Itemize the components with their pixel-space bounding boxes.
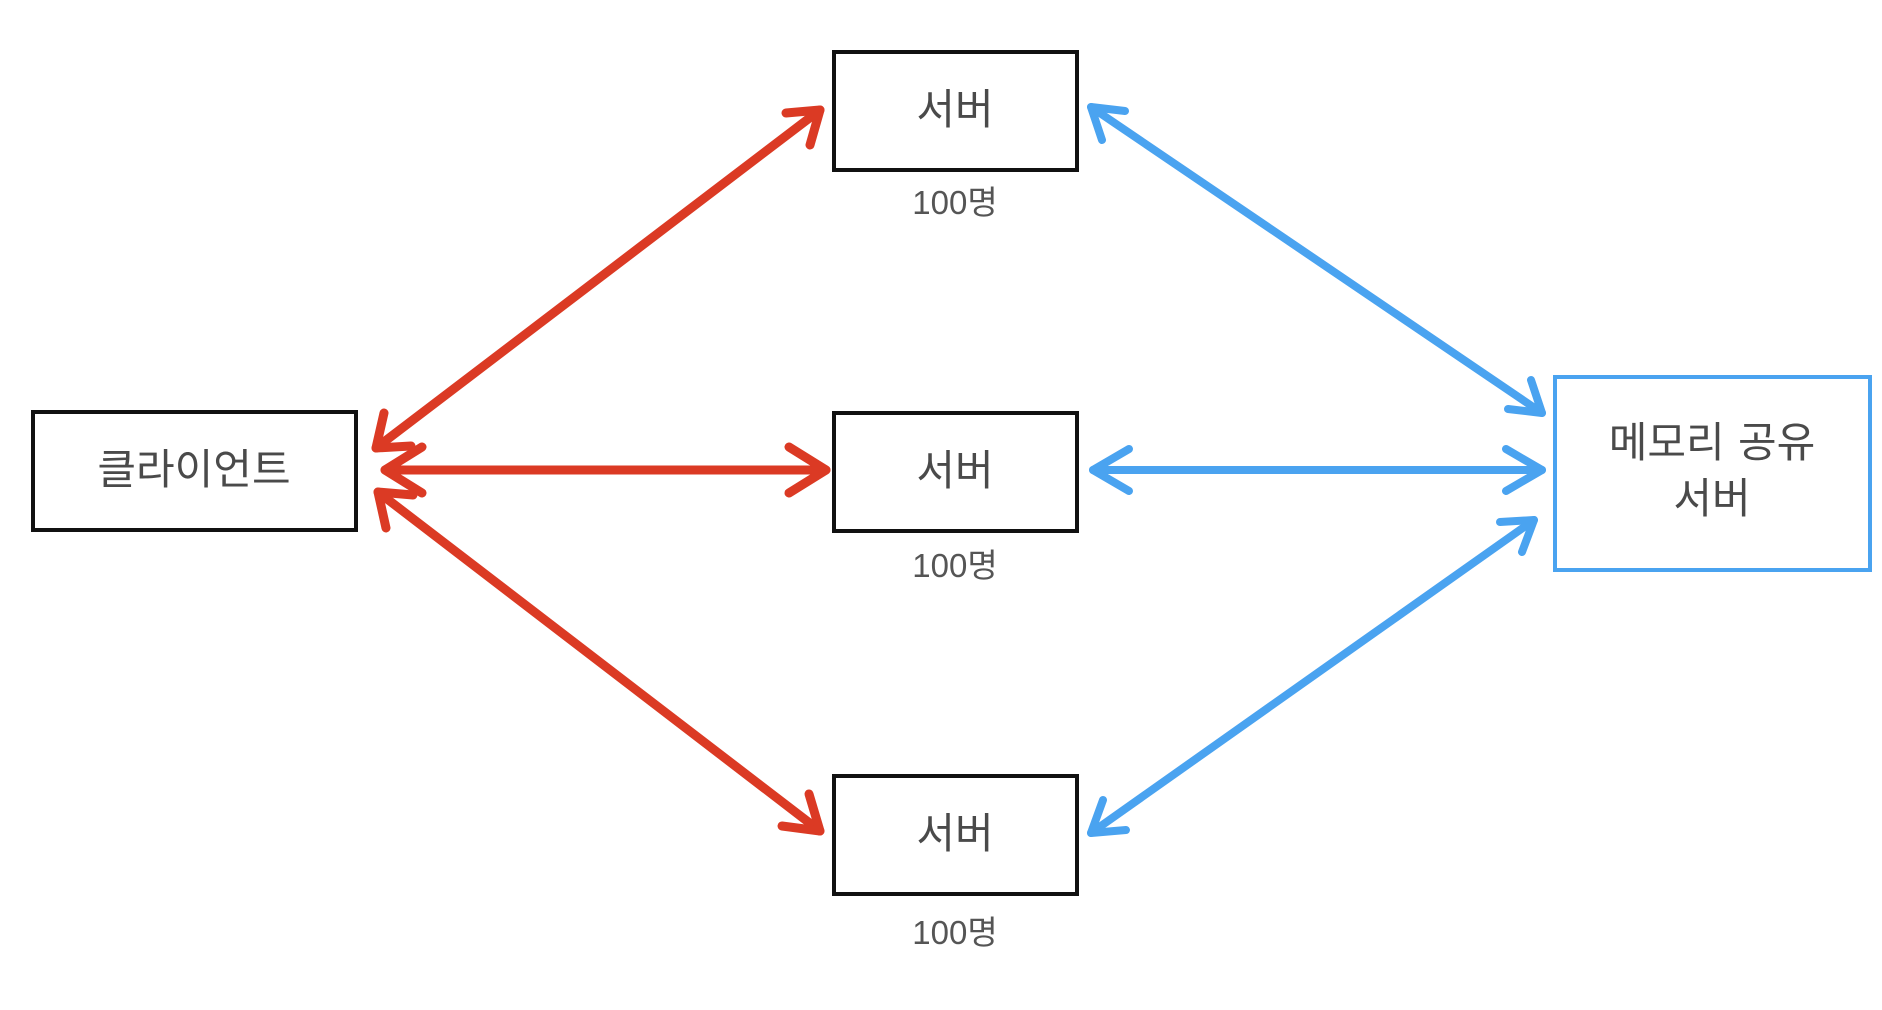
server-capacity: 100명 bbox=[912, 547, 997, 584]
arrowhead bbox=[371, 408, 416, 453]
arrowhead bbox=[1496, 516, 1538, 556]
arrowhead bbox=[1087, 796, 1130, 837]
server-node-2: 서버 100명 bbox=[832, 411, 1079, 584]
server-node-3: 서버 100명 bbox=[832, 774, 1079, 951]
client-label: 클라이언트 bbox=[97, 445, 290, 494]
arrowhead bbox=[1089, 445, 1133, 495]
client-node: 클라이언트 bbox=[31, 410, 358, 532]
shared-memory-server-label-line2: 서버 bbox=[1673, 474, 1750, 523]
server-box bbox=[832, 774, 1079, 896]
arrowhead bbox=[1502, 445, 1546, 495]
server-capacity: 100명 bbox=[912, 914, 997, 951]
server-box bbox=[832, 411, 1079, 533]
arrowhead bbox=[781, 105, 825, 150]
shared-link-2 bbox=[1089, 445, 1546, 495]
client-link-1 bbox=[371, 105, 825, 453]
shared-memory-server-box bbox=[1553, 375, 1872, 572]
arrowhead bbox=[373, 487, 418, 533]
arrowhead bbox=[380, 442, 427, 498]
server-label: 서버 bbox=[916, 809, 993, 858]
server-label: 서버 bbox=[916, 85, 993, 134]
server-label: 서버 bbox=[916, 446, 993, 495]
client-box bbox=[31, 410, 358, 532]
server-box bbox=[832, 50, 1079, 172]
arrowhead bbox=[1504, 376, 1546, 417]
server-node-1: 서버 100명 bbox=[832, 50, 1079, 221]
arrowhead bbox=[777, 789, 825, 836]
server-capacity: 100명 bbox=[912, 184, 997, 221]
shared-link-1 bbox=[1087, 103, 1546, 417]
shared-memory-server-label-line1: 메모리 공유 bbox=[1609, 418, 1816, 467]
shared-memory-server-node: 메모리 공유 서버 bbox=[1553, 375, 1872, 572]
client-link-2 bbox=[380, 442, 831, 498]
arrowhead bbox=[784, 442, 831, 498]
arrowhead bbox=[1087, 103, 1129, 144]
client-link-3 bbox=[373, 487, 825, 836]
shared-link-3 bbox=[1087, 516, 1538, 837]
